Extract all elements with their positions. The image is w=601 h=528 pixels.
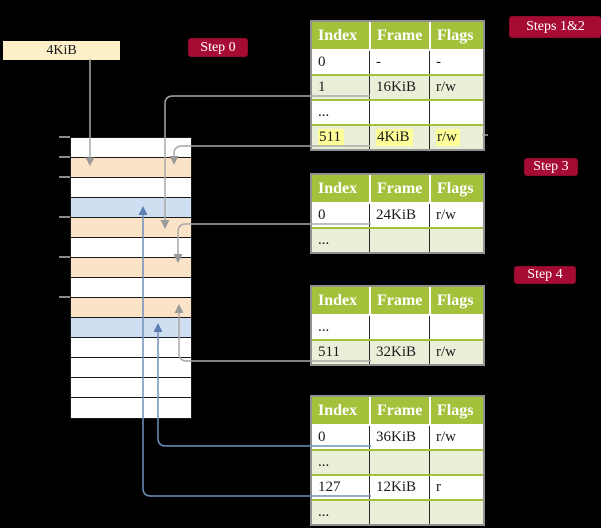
badge-step-0: Step 0 bbox=[188, 38, 248, 57]
memory-frame-row-1 bbox=[71, 138, 191, 158]
memory-frame-row-8 bbox=[71, 278, 191, 298]
table-cell: 0 bbox=[318, 54, 326, 70]
header-cell-index: Index bbox=[318, 27, 358, 44]
memory-tick bbox=[59, 136, 70, 138]
table-cell: 32KiB bbox=[369, 341, 429, 364]
memory-frame-row-12 bbox=[71, 358, 191, 378]
memory-tick bbox=[59, 156, 70, 158]
table-cell: - bbox=[429, 51, 483, 74]
table-cell: 1 bbox=[318, 79, 326, 95]
memory-frame-row-6 bbox=[71, 238, 191, 258]
header-cell-frame: Frame bbox=[369, 22, 429, 49]
table-cell bbox=[369, 101, 429, 124]
memory-tick bbox=[59, 296, 70, 298]
table-cell bbox=[429, 316, 483, 339]
table-cell: 4KiB bbox=[369, 126, 429, 149]
table-cell bbox=[429, 501, 483, 524]
table-row: 511 4KiB r/w bbox=[312, 124, 483, 149]
badge-step-4: Step 4 bbox=[514, 266, 576, 284]
table-cell: r/w bbox=[429, 76, 483, 99]
table-cell: 511 bbox=[318, 344, 340, 360]
table-row: 0 -- bbox=[312, 49, 483, 74]
table-row: ... bbox=[312, 227, 483, 252]
header-cell-flags: Flags bbox=[429, 22, 483, 49]
header-cell-frame: Frame bbox=[369, 397, 429, 424]
physical-memory-column bbox=[70, 137, 192, 419]
memory-frame-row-3 bbox=[71, 178, 191, 198]
table-cell: 16KiB bbox=[369, 76, 429, 99]
table-row: ... bbox=[312, 314, 483, 339]
memory-tick bbox=[59, 176, 70, 178]
table-cell: r/w bbox=[429, 426, 483, 449]
table-row: ... bbox=[312, 99, 483, 124]
table-cell bbox=[429, 101, 483, 124]
table-cell: - bbox=[369, 51, 429, 74]
header-cell-index: Index bbox=[318, 292, 358, 309]
table-cell bbox=[369, 229, 429, 252]
table-cell bbox=[429, 229, 483, 252]
header-cell-flags: Flags bbox=[429, 175, 483, 202]
highlighted-value: r/w bbox=[436, 129, 460, 146]
table-cell bbox=[369, 501, 429, 524]
memory-frame-row-11 bbox=[71, 338, 191, 358]
table-cell: ... bbox=[318, 319, 330, 335]
memory-frame-row-10 bbox=[71, 318, 191, 338]
table-cell: 0 bbox=[318, 429, 326, 445]
header-cell-index: Index bbox=[318, 402, 358, 419]
table-cell: ... bbox=[318, 232, 330, 248]
table-cell bbox=[369, 316, 429, 339]
header-cell-frame: Frame bbox=[369, 175, 429, 202]
table-row: ... bbox=[312, 499, 483, 524]
table-cell: ... bbox=[318, 454, 330, 470]
memory-frame-row-9 bbox=[71, 298, 191, 318]
badge-steps-1-2: Steps 1&2 bbox=[509, 16, 601, 38]
table-cell: 127 bbox=[318, 479, 341, 495]
table-cell: 0 bbox=[318, 207, 326, 223]
table-row: ... bbox=[312, 449, 483, 474]
memory-frame-row-2 bbox=[71, 158, 191, 178]
highlighted-value: 511 bbox=[318, 129, 344, 146]
memory-frame-row-5 bbox=[71, 218, 191, 238]
table-cell bbox=[429, 451, 483, 474]
memory-frame-row-7 bbox=[71, 258, 191, 278]
header-cell-index: Index bbox=[318, 180, 358, 197]
header-cell-flags: Flags bbox=[429, 397, 483, 424]
table-cell: 511 bbox=[312, 126, 369, 149]
table-cell: ... bbox=[318, 504, 330, 520]
table-cell bbox=[369, 451, 429, 474]
header-cell-flags: Flags bbox=[429, 287, 483, 314]
table-cell: ... bbox=[318, 104, 330, 120]
header-cell-frame: Frame bbox=[369, 287, 429, 314]
table-cell: r/w bbox=[429, 126, 483, 149]
memory-frame-row-4 bbox=[71, 198, 191, 218]
table-cell: 24KiB bbox=[369, 204, 429, 227]
highlighted-value: 4KiB bbox=[376, 129, 413, 146]
table-cell: r/w bbox=[429, 341, 483, 364]
memory-frame-row-14 bbox=[71, 398, 191, 418]
frame-size-label: 4KiB bbox=[3, 41, 120, 60]
memory-tick bbox=[59, 256, 70, 258]
memory-frame-row-13 bbox=[71, 378, 191, 398]
table-cell: r bbox=[429, 476, 483, 499]
badge-step-3: Step 3 bbox=[524, 158, 578, 176]
table-cell: 36KiB bbox=[369, 426, 429, 449]
table-cell: r/w bbox=[429, 204, 483, 227]
table-cell: 12KiB bbox=[369, 476, 429, 499]
memory-tick bbox=[59, 216, 70, 218]
